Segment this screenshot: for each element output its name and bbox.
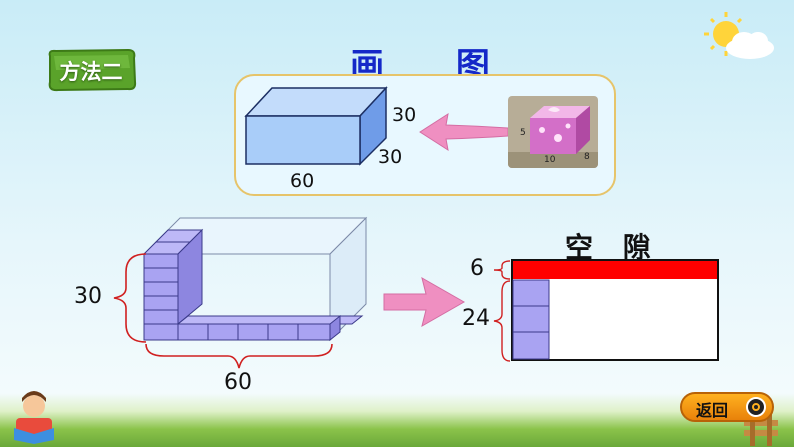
left-arrow-icon [419, 112, 509, 152]
gap-top-brace [493, 260, 511, 280]
gap-bottom-brace [493, 280, 511, 362]
child-reading-icon [14, 391, 54, 444]
sun-cloud-icon [704, 12, 774, 59]
cuboid-length-label: 60 [290, 170, 315, 192]
height-brace [113, 253, 147, 343]
method-badge: 方法二 [44, 48, 138, 94]
gap-top-label: 6 [470, 256, 484, 281]
gap-bottom-label: 24 [462, 306, 490, 331]
box-length-label: 60 [224, 370, 252, 395]
cuboid-height-label: 30 [392, 104, 417, 126]
photo-label-b: 10 [544, 155, 556, 165]
box-height-label: 30 [74, 284, 102, 309]
photo-label-a: 5 [520, 128, 526, 138]
cuboid-drawing [244, 86, 388, 166]
return-icon [746, 397, 766, 417]
cuboid-depth-label: 30 [378, 146, 403, 168]
gap-title: 空 隙 [565, 231, 661, 264]
tissue-box-photo: 5 10 8 [508, 96, 598, 168]
return-label: 返回 [696, 401, 729, 420]
photo-label-c: 8 [584, 152, 590, 162]
brick-box-drawing [142, 216, 368, 342]
front-view-drawing [511, 259, 719, 361]
length-brace [145, 343, 333, 369]
signpost-icon [744, 414, 778, 446]
method-label: 方法二 [59, 60, 123, 84]
right-arrow-icon [383, 276, 466, 328]
return-button[interactable]: 返回 [680, 392, 774, 422]
